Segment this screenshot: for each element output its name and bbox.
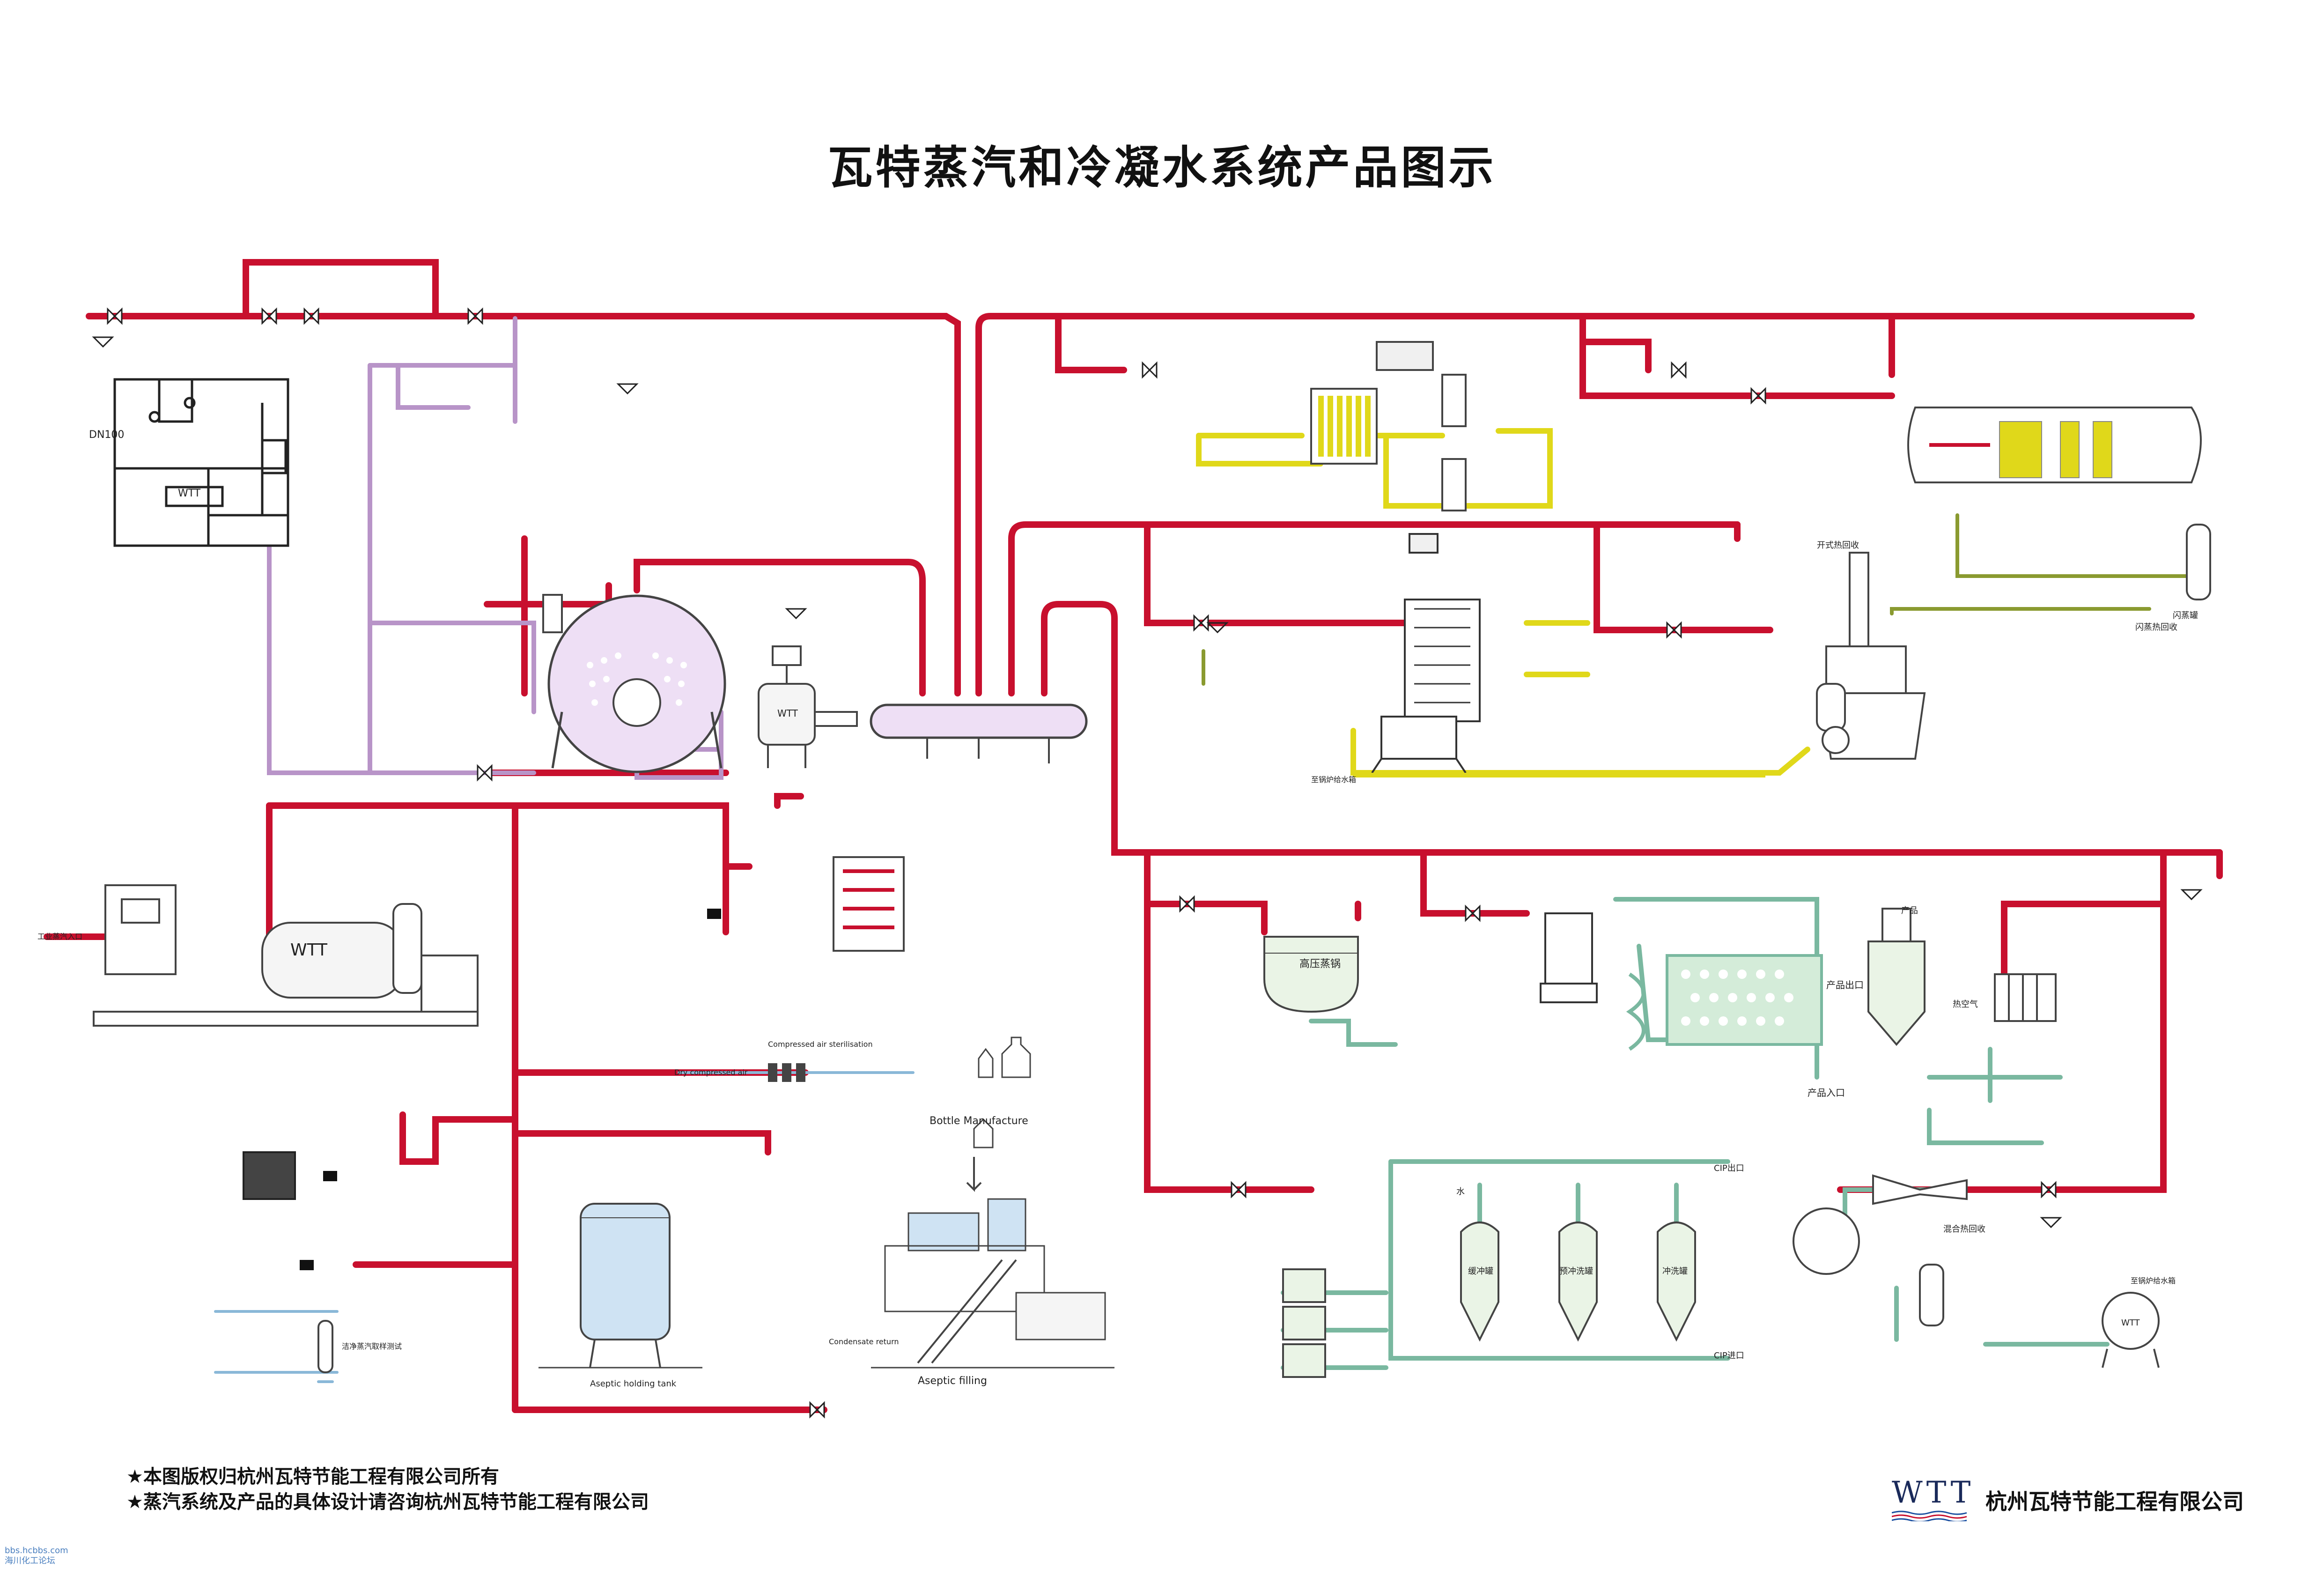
wave-logo-icon	[1891, 1510, 1967, 1523]
tubular-heat-exchanger	[1626, 954, 1823, 1051]
down-arrow-icon	[966, 1157, 982, 1192]
label-feed-tank-wtt: WTT	[777, 708, 798, 719]
watermark-name: 海川化工论坛	[5, 1556, 55, 1566]
label-dry-compressed-air: Dry compressed air	[674, 1068, 748, 1077]
steam-distributor	[870, 703, 1088, 763]
watermark-url: bbs.hcbbs.com	[5, 1546, 68, 1555]
label-cold-tank: 缓冲罐	[1468, 1266, 1493, 1276]
bottles	[973, 1037, 1031, 1148]
wtt-logo: WTT	[1892, 1475, 1975, 1510]
main-steam-header	[86, 259, 2195, 696]
plate-heat-exchanger-top	[1310, 341, 1467, 511]
yellow-water-lines	[1196, 428, 1810, 776]
cip-tanks	[1282, 1222, 1696, 1378]
high-pressure-cooker	[1263, 936, 1359, 1013]
label-package-wtt: WTT	[290, 940, 328, 960]
label-boiler-feed-tank: 至锅炉给水箱	[2131, 1276, 2176, 1285]
boiler-feed-water-tank	[2102, 1292, 2160, 1368]
consult-note: ★蒸汽系统及产品的具体设计请咨询杭州瓦特节能工程有限公司	[126, 1491, 649, 1513]
horizontal-boiler	[542, 594, 726, 773]
olive-lines	[1202, 513, 2193, 686]
condensate-pump-unit	[243, 1151, 337, 1270]
spray-dryer	[1867, 908, 1926, 1046]
label-mixed-recovery: 混合热回收	[1943, 1224, 1985, 1234]
label-high-pressure-cooker: 高压蒸锅	[1299, 958, 1341, 970]
label-flash-recovery: 闪蒸热回收	[2135, 622, 2177, 632]
label-pre-wash-tank: 预冲洗罐	[1559, 1266, 1593, 1276]
steam-generator-skid	[113, 378, 289, 547]
label-cip-in: CIP进口	[1714, 1351, 1744, 1361]
open-heat-recovery	[1816, 552, 1926, 760]
valve-glyphs	[107, 307, 2057, 1419]
aseptic-filling-machine	[871, 1198, 1114, 1369]
label-product-in: 产品入口	[1808, 1087, 1845, 1098]
label-hot-air: 热空气	[1953, 1000, 1978, 1009]
label-aseptic-filling: Aseptic filling	[918, 1375, 987, 1387]
label-to-boiler-feed: 至锅炉给水箱	[1311, 775, 1356, 784]
clean-steam-generator	[93, 884, 479, 1027]
label-cip-out: CIP出口	[1714, 1163, 1744, 1173]
forum-watermark: bbs.hcbbs.com 海川化工论坛	[5, 1546, 68, 1566]
label-open-recovery: 开式热回收	[1817, 540, 1859, 550]
boiler-feed-line	[1353, 773, 1765, 777]
compressed-air-sterilisation	[768, 1063, 805, 1082]
steam-branch-left	[44, 535, 926, 1413]
steam-branch-middle	[1008, 521, 2223, 1193]
feed-tank	[758, 645, 858, 768]
air-heater-finned	[1994, 973, 2057, 1022]
copyright-note: ★本图版权归杭州瓦特节能工程有限公司所有	[126, 1466, 499, 1488]
label-industrial-steam-in: 工业蒸汽入口	[37, 932, 82, 941]
clean-steam-sampler	[317, 1320, 333, 1373]
company-name: 杭州瓦特节能工程有限公司	[1985, 1489, 2244, 1514]
plate-heat-exchanger-mid	[1371, 533, 1481, 774]
page-title: 瓦特蒸汽和冷凝水系统产品图示	[827, 141, 1497, 194]
label-compressed-air-sterilisation: Compressed air sterilisation	[768, 1040, 873, 1049]
label-condensate-return: Condensate return	[829, 1337, 899, 1346]
tube-bundle-exchanger	[707, 856, 905, 952]
plate-exchanger-product	[1540, 912, 1598, 1003]
label-aseptic-holding-tank: Aseptic holding tank	[590, 1379, 677, 1389]
label-clean-steam-test: 洁净蒸汽取样测试	[342, 1342, 402, 1351]
label-product-out: 产品出口	[1826, 979, 1864, 991]
vent-markers	[92, 336, 2203, 1229]
aseptic-holding-tank	[539, 1203, 702, 1369]
air-heater-duct	[1907, 407, 2211, 600]
label-wash-tank: 冲洗罐	[1662, 1266, 1688, 1276]
label-dn100: DN100	[89, 429, 124, 441]
label-flash-tank: 闪蒸罐	[2173, 611, 2198, 621]
mixed-heat-recovery	[1793, 1174, 1968, 1326]
company-brand: WTT 杭州瓦特节能工程有限公司	[1891, 1475, 2244, 1523]
label-tank-wtt: WTT	[2121, 1318, 2140, 1328]
label-product: 产品	[1901, 906, 1918, 916]
condensate-lines	[267, 316, 723, 780]
label-bottle-manufacture: Bottle Manufacture	[930, 1115, 1028, 1127]
label-water: 水	[1456, 1187, 1465, 1197]
label-wtt-skid: WTT	[178, 488, 201, 499]
